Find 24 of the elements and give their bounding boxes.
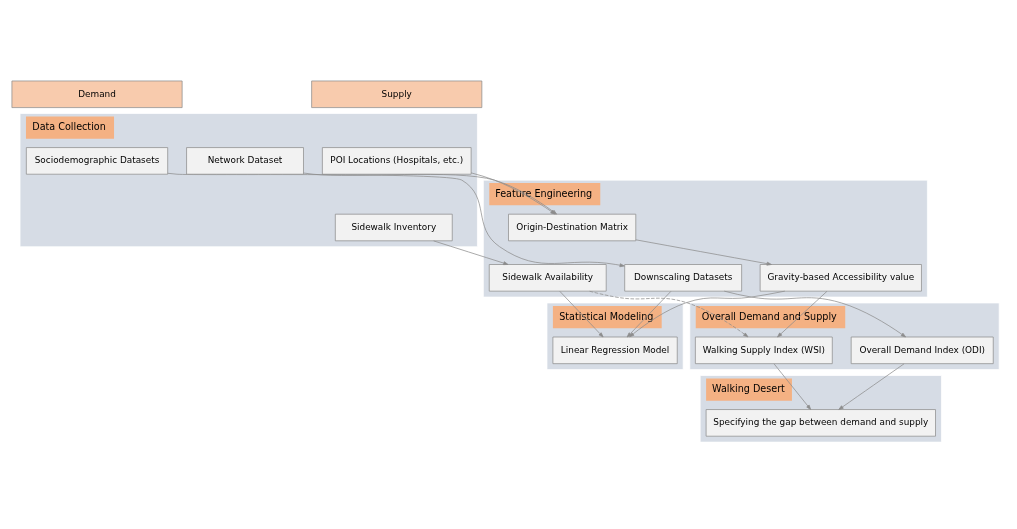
node-box: Overall Demand Index (ODI) [850,336,994,365]
node-box: Walking Supply Index (WSI) [695,336,833,365]
arrow [635,239,772,266]
node-box: Gravity-based Accessibility value [759,264,922,292]
arrow [777,290,828,338]
arrow [629,290,786,338]
node-box: Supply [311,80,483,108]
arrow [773,363,812,410]
node-box: Sidewalk Availability [488,264,607,292]
arrow [626,290,672,338]
node-box: Network Dataset [186,147,304,175]
arrow [589,290,749,338]
node-box: Sidewalk Inventory [334,213,453,242]
arrow [838,363,905,410]
arrow [559,290,604,338]
arrow [433,240,509,265]
node-box: Demand [11,80,183,108]
node-box: Downscaling Datasets [624,264,742,292]
node-box: Linear Regression Model [552,336,678,365]
node-box: POI Locations (Hospitals, etc.) [322,147,472,175]
node-box: Origin-Destination Matrix [508,213,637,242]
node-box: Sociodemographic Datasets [25,147,169,175]
node-box: Specifying the gap between demand and supply [705,409,936,437]
arrow [723,290,906,338]
